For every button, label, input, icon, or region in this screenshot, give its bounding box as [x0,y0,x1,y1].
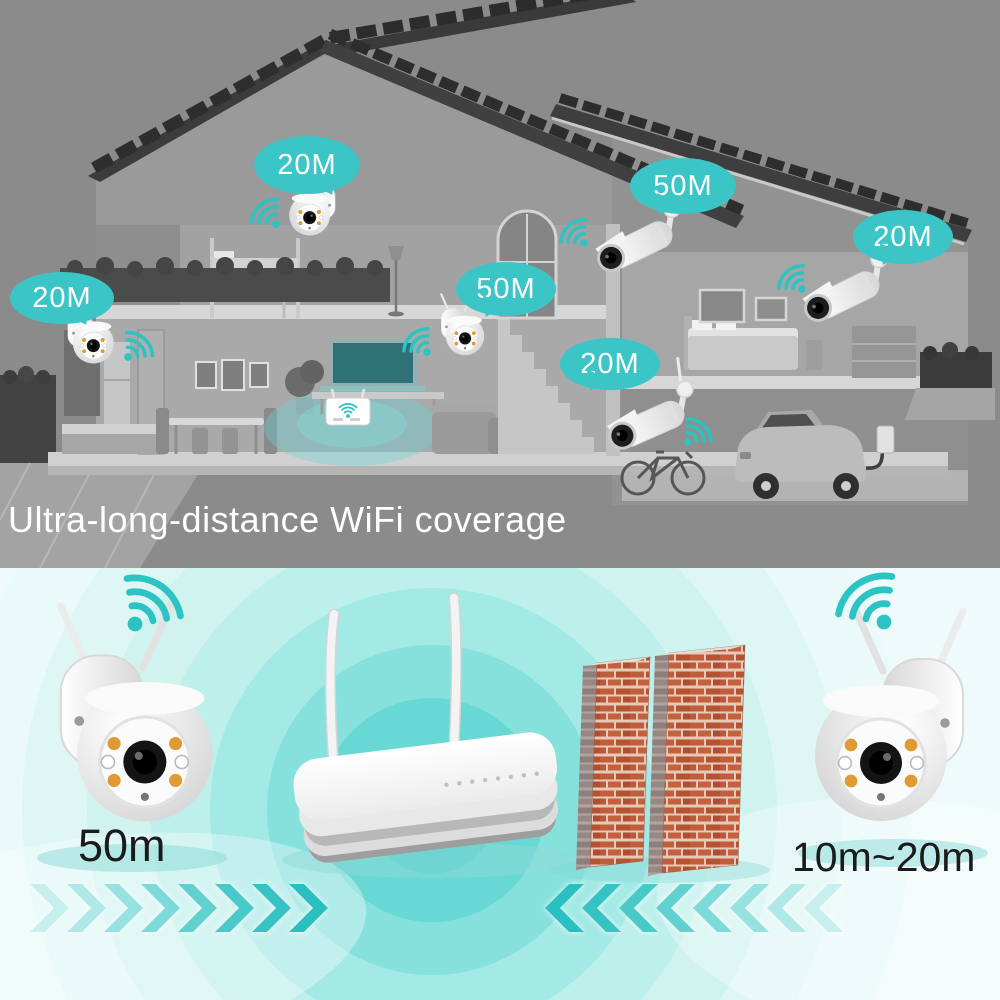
distance-bubble-label: 50M [476,272,536,305]
living-room [264,339,514,466]
right-distance-label: 10m~20m [792,834,976,880]
brick-wall [576,656,651,870]
bedroom-furniture [684,288,916,378]
distance-bubble-label: 20M [277,148,337,181]
bicycle [620,450,706,496]
tv-screen [333,343,413,383]
coverage-range-diagram [0,568,1000,1000]
router-leds [444,771,539,787]
wifi-router [293,592,559,863]
distance-bubble: 50M [630,158,736,214]
distance-bubble-label: 20M [32,281,92,314]
distance-arrows-left [545,884,843,932]
base-edge [48,466,948,475]
indoor-router [325,388,371,426]
left-hedge [0,366,56,463]
staircase [498,318,594,454]
brick-wall [648,644,746,876]
distance-bubble-label: 20M [580,347,640,380]
front-paving [0,462,205,568]
floor-lamp [388,246,404,317]
balcony-planter [60,257,390,302]
right-hedge [905,342,995,420]
distance-bubble-label: 20M [873,220,933,253]
wall-pictures [195,359,269,391]
left-distance-label: 50m [78,820,166,871]
right-slab [612,376,968,389]
garage-floor [622,470,968,501]
distance-bubble: 20M [10,272,114,324]
electric-car [734,410,895,499]
distance-bubble: 20M [254,136,360,194]
dining-set [156,408,277,454]
distance-bubble-label: 50M [653,169,713,202]
distance-bubble: 50M [456,262,556,316]
headline: Ultra-long-distance WiFi coverage [8,499,567,540]
base-slab [48,452,948,466]
distance-bubble: 20M [853,210,953,264]
wall-charger [876,425,895,454]
distance-arrows-right [30,884,328,932]
distance-bubble: 20M [560,338,660,390]
